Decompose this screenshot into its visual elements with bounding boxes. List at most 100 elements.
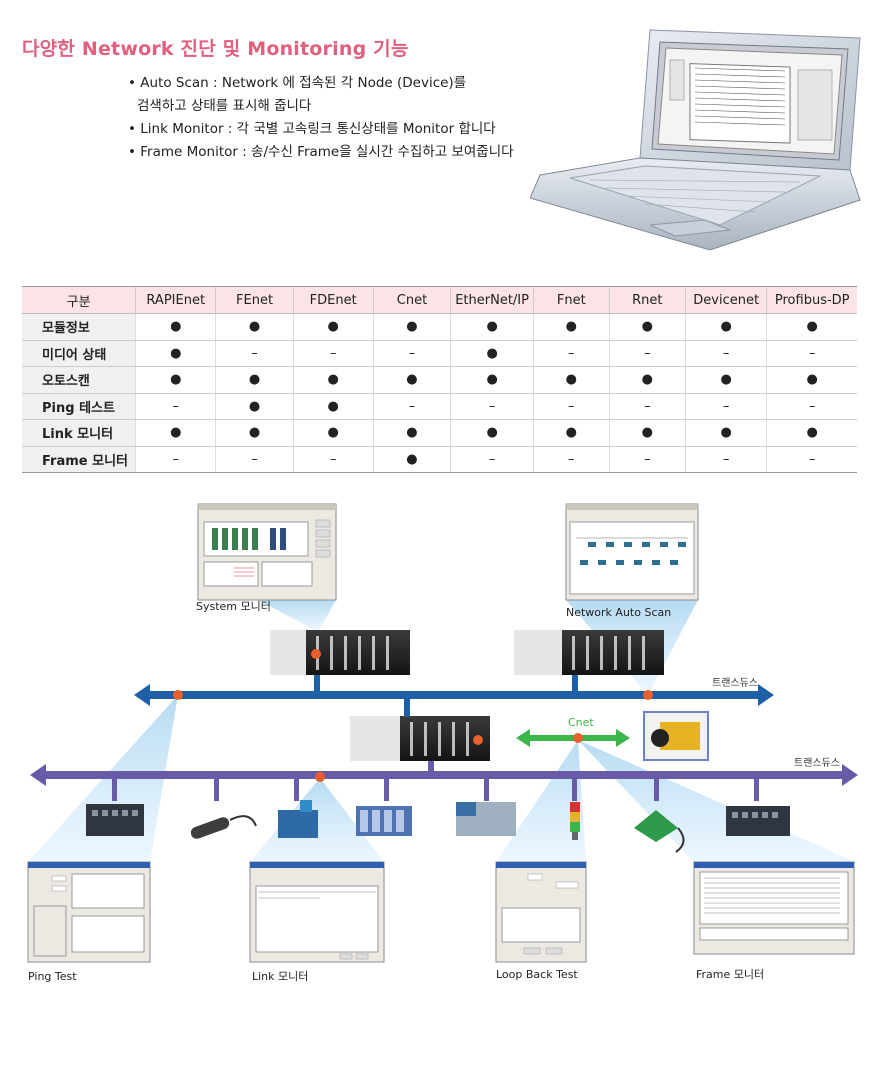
ping-test-window	[27, 861, 151, 963]
photo-sensor-device	[634, 810, 685, 853]
system-monitor-window	[197, 503, 337, 601]
laptop-illustration	[530, 29, 861, 251]
col-header: Rnet	[608, 286, 686, 314]
network-diagram: System 모니터 Network Auto Scan Ping Test L…	[0, 490, 884, 1066]
signal-tower-device	[570, 802, 580, 840]
io-block-device	[86, 804, 144, 836]
caption-loop-back-test: Loop Back Test	[496, 968, 578, 981]
plc-rack-right	[514, 630, 664, 675]
col-header: Profibus-DP	[766, 286, 857, 314]
table-cell: –	[215, 446, 294, 473]
feature-list: • Auto Scan : Network 에 접속된 각 Node (Devi…	[128, 72, 514, 164]
table-cell: –	[292, 446, 374, 473]
col-header: FEnet	[215, 286, 294, 314]
table-cell: ●	[292, 313, 374, 341]
link-monitor-window	[249, 861, 385, 963]
table-cell: ●	[292, 419, 374, 447]
bullet-auto-scan: • Auto Scan : Network 에 접속된 각 Node (Devi…	[128, 75, 467, 91]
table-cell: ●	[450, 366, 534, 394]
table-cell: ●	[372, 446, 451, 473]
col-header: Cnet	[372, 286, 451, 314]
table-row: 미디어 상태 ● – – – ● – – – –	[22, 340, 857, 367]
table-cell: ●	[684, 313, 767, 341]
table-cell: –	[135, 393, 216, 420]
caption-link-monitor: Link 모니터	[252, 970, 309, 983]
table-cell: ●	[684, 366, 767, 394]
table-cell: ●	[608, 313, 686, 341]
table-cell: ●	[450, 313, 534, 341]
table-cell: ●	[215, 366, 294, 394]
row-label: Frame 모니터	[22, 446, 136, 473]
modular-io-device	[456, 802, 516, 836]
label-cnet: Cnet	[568, 716, 594, 729]
bullet-frame-monitor: • Frame Monitor : 송/수신 Frame을 실시간 수집하고 보…	[128, 144, 514, 160]
table-cell: ●	[532, 366, 610, 394]
table-cell: –	[532, 340, 610, 367]
flow-sensor-device	[278, 800, 318, 838]
table-row: 오토스캔 ● ● ● ● ● ● ● ● ●	[22, 366, 857, 394]
page-title: 다양한 Network 진단 및 Monitoring 기능	[22, 38, 409, 60]
table-cell: ●	[135, 366, 216, 394]
proximity-sensor-device	[190, 815, 257, 839]
table-cell: –	[532, 446, 610, 473]
bullet-link-monitor: • Link Monitor : 각 국별 고속링크 통신상태를 Monitor…	[128, 121, 496, 137]
table-cell: –	[766, 340, 857, 367]
table-cell: –	[372, 340, 451, 367]
table-cell: ●	[684, 419, 767, 447]
table-cell: –	[372, 393, 451, 420]
caption-frame-monitor: Frame 모니터	[696, 968, 765, 981]
table-cell: –	[608, 393, 686, 420]
table-cell: ●	[215, 419, 294, 447]
table-cell: –	[608, 340, 686, 367]
table-cell: –	[292, 340, 374, 367]
table-row: 모듈정보 ● ● ● ● ● ● ● ● ●	[22, 313, 857, 341]
network-diagram-art	[27, 503, 858, 963]
remote-io-device	[356, 806, 412, 836]
table-cell: ●	[372, 313, 451, 341]
network-auto-scan-window	[565, 503, 699, 601]
label-bus-bottom: 트랜스듀스	[794, 758, 840, 769]
table-cell: –	[684, 446, 767, 473]
col-header: FDEnet	[292, 286, 374, 314]
table-header-row: 구분 RAPIEnet FEnet FDEnet Cnet EtherNet/I…	[22, 286, 857, 314]
table-cell: ●	[215, 313, 294, 341]
table-cell: –	[766, 446, 857, 473]
row-label: Link 모니터	[22, 419, 136, 447]
table-row: Ping 테스트 – ● ● – – – – – –	[22, 393, 857, 420]
table-cell: ●	[215, 393, 294, 420]
table-cell: –	[450, 446, 534, 473]
table-cell: ●	[372, 366, 451, 394]
table-cell: ●	[766, 366, 857, 394]
caption-ping-test: Ping Test	[28, 970, 77, 983]
col-header: Fnet	[532, 286, 610, 314]
barcode-scanner-device	[643, 711, 709, 761]
table-cell: ●	[450, 340, 534, 367]
table-cell: –	[135, 446, 216, 473]
row-label: 오토스캔	[22, 366, 136, 394]
table-cell: ●	[608, 366, 686, 394]
loop-back-test-window	[495, 861, 587, 963]
table-cell: ●	[292, 393, 374, 420]
table-cell: ●	[450, 419, 534, 447]
table-cell: ●	[135, 419, 216, 447]
table-cell: ●	[608, 419, 686, 447]
table-row: Frame 모니터 – – – ● – – – – –	[22, 446, 857, 473]
col-header: EtherNet/IP	[450, 286, 534, 314]
table-cell: ●	[766, 419, 857, 447]
table-cell: –	[766, 393, 857, 420]
caption-system-monitor: System 모니터	[196, 600, 271, 613]
col-header: RAPIEnet	[135, 286, 216, 314]
table-cell: –	[532, 393, 610, 420]
bullet-auto-scan-cont: 검색하고 상태를 표시해 줍니다	[137, 98, 312, 114]
table-cell: ●	[135, 340, 216, 367]
table-cell: ●	[372, 419, 451, 447]
table-cell: –	[684, 393, 767, 420]
label-bus-top: 트랜스듀스	[712, 678, 758, 689]
table-cell: ●	[532, 419, 610, 447]
row-label: Ping 테스트	[22, 393, 136, 420]
feature-table: 구분 RAPIEnet FEnet FDEnet Cnet EtherNet/I…	[22, 286, 857, 473]
table-cell: ●	[532, 313, 610, 341]
table-cell: –	[608, 446, 686, 473]
row-label: 미디어 상태	[22, 340, 136, 367]
table-row: Link 모니터 ● ● ● ● ● ● ● ● ●	[22, 419, 857, 447]
